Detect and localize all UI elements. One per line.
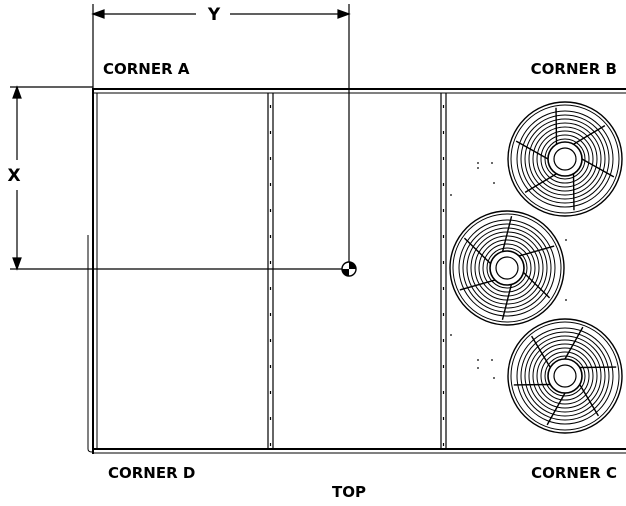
corner-d-label: CORNER D xyxy=(108,464,195,482)
fastener-mark xyxy=(270,235,271,238)
fastener-mark xyxy=(270,365,271,368)
fastener-mark xyxy=(270,209,271,212)
fastener-mark xyxy=(443,443,444,446)
fastener-dot xyxy=(491,162,493,164)
fastener-mark xyxy=(270,261,271,264)
corner-b-label: CORNER B xyxy=(531,60,617,78)
fastener-mark xyxy=(270,417,271,420)
fastener-mark xyxy=(270,313,271,316)
fastener-mark xyxy=(443,287,444,290)
fastener-mark xyxy=(443,157,444,160)
fastener-dot xyxy=(565,299,567,301)
condenser-fan-icon xyxy=(508,102,622,216)
fastener-dot xyxy=(477,359,479,361)
fastener-mark xyxy=(443,235,444,238)
fastener-mark xyxy=(443,339,444,342)
fastener-dot xyxy=(477,162,479,164)
y-dimension-label: Y xyxy=(207,5,221,25)
fastener-mark xyxy=(443,105,444,108)
corner-c-label: CORNER C xyxy=(531,464,617,482)
fastener-mark xyxy=(443,209,444,212)
fastener-mark xyxy=(443,131,444,134)
fastener-mark xyxy=(270,391,271,394)
fastener-mark xyxy=(270,157,271,160)
condenser-fan-icon xyxy=(450,211,564,325)
center-of-gravity-icon xyxy=(342,262,356,276)
fastener-dot xyxy=(477,167,479,169)
condenser-fan-icon xyxy=(508,319,622,433)
y-dimension xyxy=(93,4,349,268)
fastener-mark xyxy=(443,183,444,186)
fastener-dot xyxy=(565,239,567,241)
fastener-dot xyxy=(493,377,495,379)
fastener-dot xyxy=(491,359,493,361)
fastener-mark xyxy=(270,105,271,108)
fastener-dot xyxy=(450,334,452,336)
fastener-dot xyxy=(493,182,495,184)
fastener-mark xyxy=(270,287,271,290)
fastener-mark xyxy=(270,443,271,446)
corner-a-label: CORNER A xyxy=(103,60,190,78)
x-dimension xyxy=(10,87,349,269)
fastener-mark xyxy=(443,391,444,394)
x-dimension-label: X xyxy=(7,166,20,186)
fastener-mark xyxy=(443,365,444,368)
condenser-fans xyxy=(450,102,622,433)
fastener-mark xyxy=(270,183,271,186)
fastener-mark xyxy=(443,417,444,420)
fastener-mark xyxy=(270,339,271,342)
fastener-mark xyxy=(270,131,271,134)
fastener-dot xyxy=(477,367,479,369)
fastener-dot xyxy=(450,194,452,196)
panel-dividers xyxy=(268,93,446,449)
fastener-mark xyxy=(443,313,444,316)
fastener-mark xyxy=(443,261,444,264)
view-label: TOP xyxy=(332,483,366,501)
